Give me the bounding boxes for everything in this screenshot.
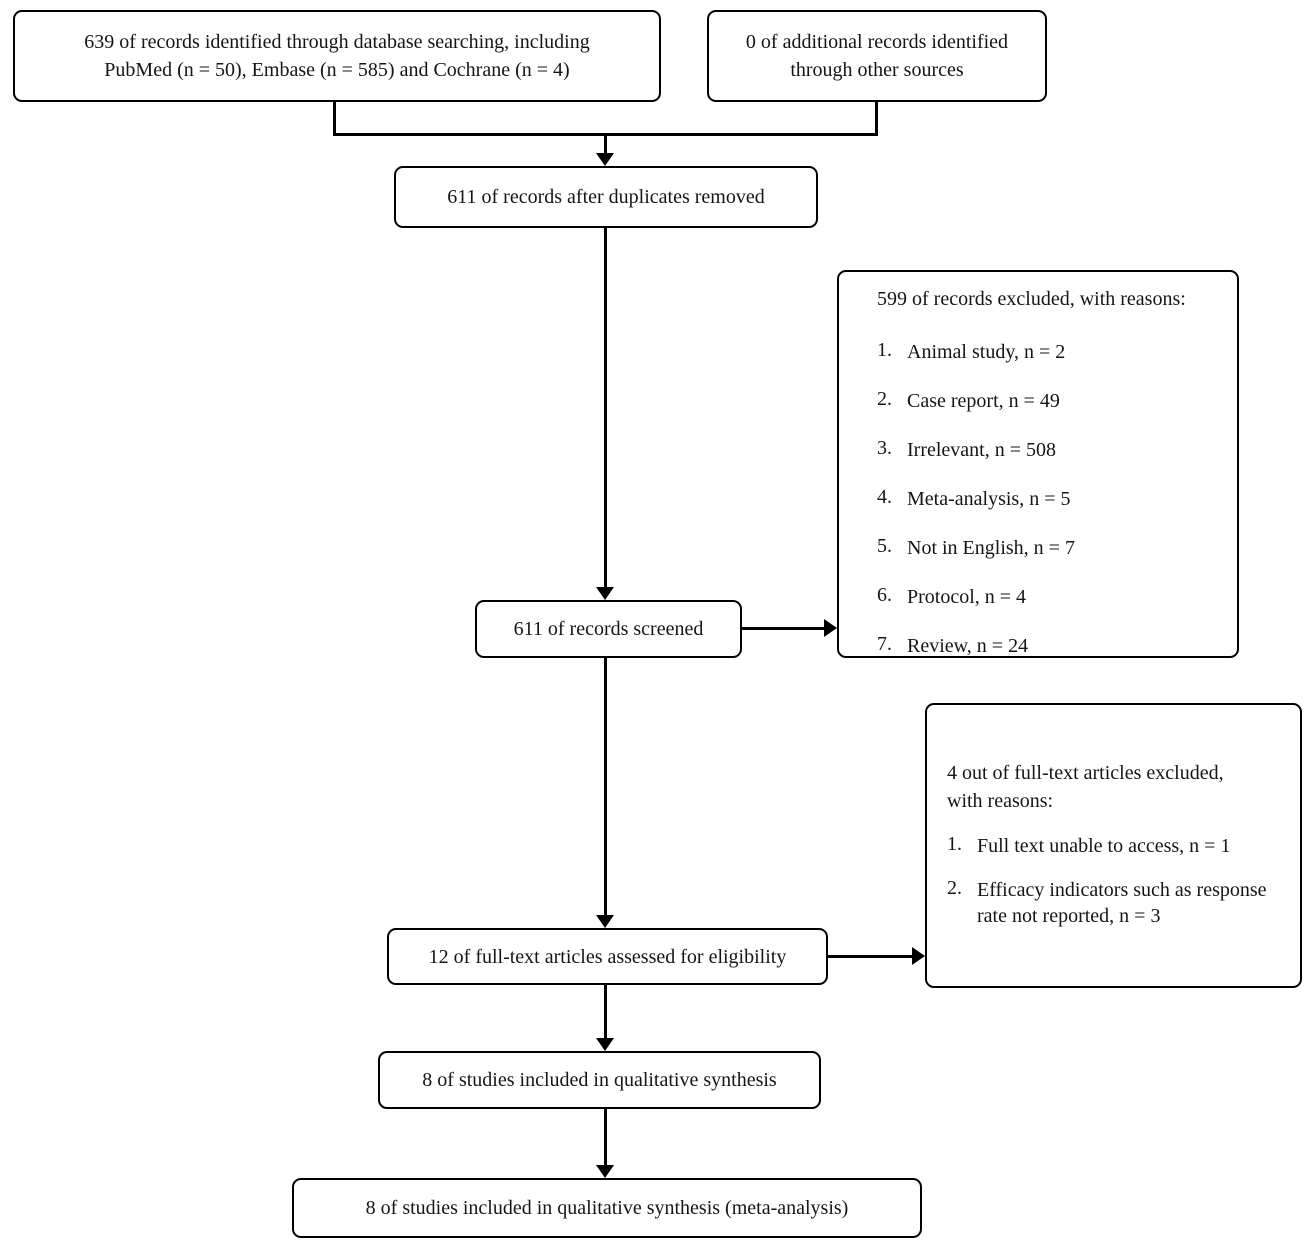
connector-assessed-to-qualitative (604, 985, 607, 1038)
list-item-number: 6. (877, 584, 892, 606)
arrow-right-icon (912, 947, 925, 965)
qualitative-synthesis-label: 8 of studies included in qualitative syn… (422, 1069, 777, 1091)
connector-assessed-to-fulltext-excluded (827, 955, 912, 958)
list-item-number: 4. (877, 486, 892, 508)
records-excluded-title: 599 of records excluded, with reasons: (877, 288, 1186, 310)
connector-duplicates-to-screened (604, 228, 607, 587)
list-item-text: Animal study, n = 2 (907, 341, 1066, 363)
list-item: 7. Review, n = 24 (877, 633, 1227, 659)
records-excluded-box: 599 of records excluded, with reasons: 1… (837, 270, 1239, 658)
list-item-text: Irrelevant, n = 508 (907, 439, 1057, 461)
identification-database-box: 639 of records identified through databa… (13, 10, 661, 102)
list-item-text: Efficacy indicators such as response rat… (977, 879, 1267, 927)
list-item-number: 1. (947, 833, 962, 855)
list-item-number: 3. (877, 437, 892, 459)
list-item-number: 2. (947, 877, 962, 899)
arrow-down-icon (596, 153, 614, 166)
connector-screened-to-assessed (604, 658, 607, 915)
list-item-text: Meta-analysis, n = 5 (907, 488, 1071, 510)
fulltext-excluded-title-line2: with reasons: (947, 790, 1054, 812)
duplicates-removed-label: 611 of records after duplicates removed (447, 186, 765, 208)
list-item-text: Not in English, n = 7 (907, 537, 1075, 559)
fulltext-assessed-box: 12 of full-text articles assessed for el… (387, 928, 828, 985)
list-item-number: 5. (877, 535, 892, 557)
connector-merge-to-duplicates (604, 136, 607, 154)
arrow-down-icon (596, 1165, 614, 1178)
list-item: 5. Not in English, n = 7 (877, 535, 1227, 561)
list-item: 1. Animal study, n = 2 (877, 339, 1227, 365)
fulltext-assessed-label: 12 of full-text articles assessed for el… (428, 945, 787, 968)
connector-screened-to-excluded (742, 627, 824, 630)
list-item-number: 2. (877, 388, 892, 410)
identification-other-line2: through other sources (790, 59, 964, 81)
fulltext-excluded-box: 4 out of full-text articles excluded, wi… (925, 703, 1302, 988)
list-item-number: 1. (877, 339, 892, 361)
connector-identification-other-drop (875, 102, 878, 136)
records-screened-label: 611 of records screened (513, 618, 704, 640)
identification-other-box: 0 of additional records identified throu… (707, 10, 1047, 102)
list-item: 1. Full text unable to access, n = 1 (947, 833, 1290, 859)
list-item: 2. Case report, n = 49 (877, 388, 1227, 414)
records-screened-box: 611 of records screened (475, 600, 742, 658)
meta-analysis-label: 8 of studies included in qualitative syn… (365, 1197, 849, 1219)
list-item: 6. Protocol, n = 4 (877, 584, 1227, 610)
identification-other-line1: 0 of additional records identified (745, 31, 1009, 53)
connector-identification-merge (333, 133, 878, 136)
list-item-number: 7. (877, 633, 892, 655)
list-item-text: Case report, n = 49 (907, 390, 1060, 412)
arrow-right-icon (824, 619, 837, 637)
connector-identification-db-drop (333, 102, 336, 136)
arrow-down-icon (596, 587, 614, 600)
arrow-down-icon (596, 1038, 614, 1051)
list-item-text: Protocol, n = 4 (907, 586, 1027, 608)
duplicates-removed-box: 611 of records after duplicates removed (394, 166, 818, 228)
meta-analysis-box: 8 of studies included in qualitative syn… (292, 1178, 922, 1238)
list-item: 2. Efficacy indicators such as response … (947, 877, 1290, 929)
arrow-down-icon (596, 915, 614, 928)
identification-database-line1: 639 of records identified through databa… (84, 31, 590, 53)
connector-qualitative-to-meta (604, 1109, 607, 1165)
list-item: 4. Meta-analysis, n = 5 (877, 486, 1227, 512)
list-item-text: Full text unable to access, n = 1 (977, 835, 1231, 857)
fulltext-excluded-title-line1: 4 out of full-text articles excluded, (947, 762, 1224, 784)
list-item: 3. Irrelevant, n = 508 (877, 437, 1227, 463)
list-item-text: Review, n = 24 (907, 635, 1029, 657)
qualitative-synthesis-box: 8 of studies included in qualitative syn… (378, 1051, 821, 1109)
identification-database-line2: PubMed (n = 50), Embase (n = 585) and Co… (104, 59, 570, 81)
